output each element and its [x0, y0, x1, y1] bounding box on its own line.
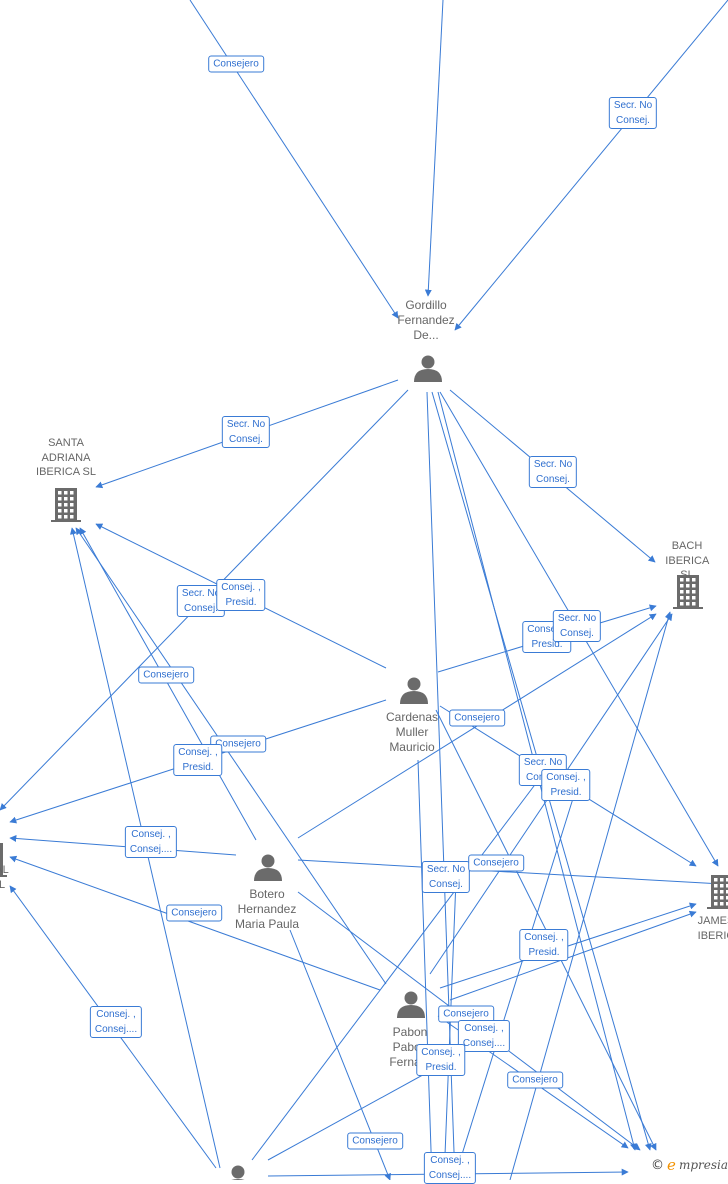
building-icon[interactable] [51, 488, 81, 522]
building-icon[interactable] [673, 575, 703, 609]
relationship-label[interactable]: Consej. , Consej.... [124, 826, 178, 858]
relationship-label[interactable]: Consej. , Consej.... [423, 1152, 477, 1184]
relationship-label[interactable]: Consej. , Presid. [173, 744, 223, 776]
relationship-label[interactable]: Consejero [449, 709, 505, 727]
relationship-label[interactable]: Consejero [347, 1132, 403, 1150]
edge-line [9, 855, 381, 991]
relationship-label[interactable]: Secr. No Consej. [528, 456, 578, 488]
person-icon[interactable] [254, 854, 282, 882]
edge-line [454, 0, 728, 331]
brand-initial: e [667, 1156, 676, 1174]
relationship-label[interactable]: Consejero [208, 55, 264, 73]
person-icon[interactable] [400, 677, 428, 705]
person-icon[interactable] [414, 355, 442, 383]
relationship-label[interactable]: Consej. , Consej.... [457, 1020, 511, 1052]
relationship-label[interactable]: Secr. No Consej. [221, 416, 271, 448]
building-icon[interactable] [0, 843, 7, 877]
edge-line [251, 769, 547, 1161]
person-name-label[interactable]: Botero Hernandez Maria Paula [234, 887, 300, 931]
relationship-label[interactable]: Secr. No Consej. [421, 861, 471, 893]
relationship-label[interactable]: Consej. , Consej.... [89, 1006, 143, 1038]
edge-line [509, 611, 672, 1180]
edge-line [267, 1059, 451, 1161]
company-name-label[interactable]: AL L [0, 864, 9, 891]
edge-line [9, 834, 237, 856]
company-name-label[interactable]: BACH IBERICA SL [665, 540, 710, 581]
brand-name: mpresia [678, 1158, 728, 1172]
relationship-label[interactable]: Consej. , Presid. [519, 929, 569, 961]
relationship-label[interactable]: Consej. , Presid. [416, 1044, 466, 1076]
relationship-label[interactable]: Consejero [138, 666, 194, 684]
edge-line [79, 527, 257, 841]
node-icons [0, 355, 728, 1181]
copyright-symbol: © [651, 1157, 665, 1173]
company-name-label[interactable]: SANTA ADRIANA IBERICA SL [36, 437, 96, 478]
relationship-label[interactable]: Secr. No Consej. [552, 610, 602, 642]
relationship-label[interactable]: Consejero [468, 854, 524, 872]
edge-line [417, 759, 436, 1180]
relationship-label[interactable]: Consej. , Presid. [216, 579, 266, 611]
person-icon[interactable] [397, 991, 425, 1019]
edge-line [75, 527, 387, 985]
person-name-label[interactable]: Gordillo Fernandez De... [397, 298, 455, 342]
edge-line [189, 0, 399, 319]
edge-line [443, 879, 460, 1180]
person-icon[interactable] [224, 1165, 252, 1181]
edge-line [424, 0, 444, 297]
edge-line [297, 859, 723, 888]
relationship-label[interactable]: Consej. , Presid. [541, 769, 591, 801]
relationship-label[interactable]: Consejero [507, 1071, 563, 1089]
person-name-label[interactable]: Cardenas Muller Mauricio [385, 710, 439, 754]
company-name-label[interactable]: JAMES IBERIC [697, 915, 728, 942]
edge-line [453, 791, 577, 1180]
building-icon[interactable] [707, 875, 728, 909]
relationship-label[interactable]: Consejero [166, 904, 222, 922]
relationship-label[interactable]: Secr. No Consej. [608, 97, 658, 129]
